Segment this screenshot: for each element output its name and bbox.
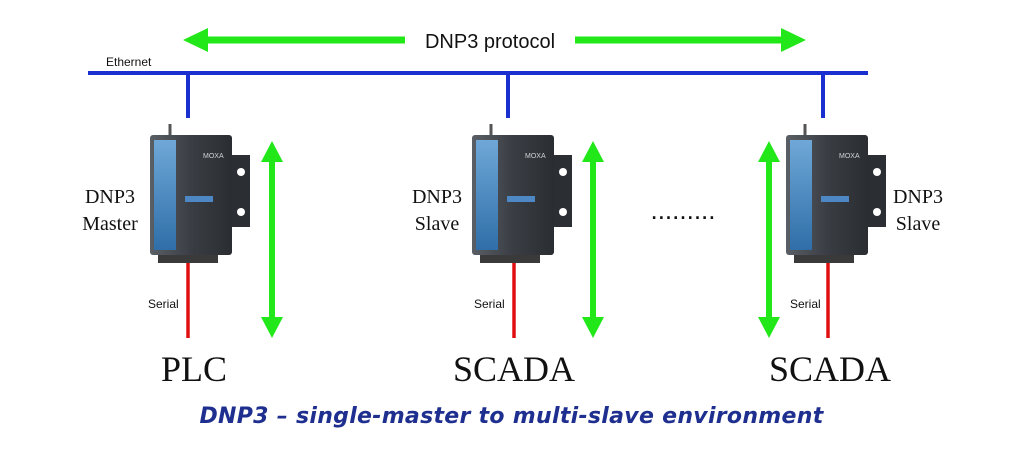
role-line2: Master — [82, 213, 138, 235]
protocol-label: DNP3 protocol — [425, 31, 555, 53]
ellipsis: ......... — [650, 195, 715, 225]
role-line1: DNP3 — [412, 186, 462, 208]
protocol-arrow: DNP3 protocol — [183, 28, 806, 53]
device-brand: MOXA — [525, 153, 546, 160]
ethernet-label: Ethernet — [106, 55, 152, 69]
device-slave-2: MOXA DNP3 Slave Serial SCADA — [758, 124, 943, 389]
serial-label: Serial — [790, 297, 821, 311]
device-slave-1: MOXA DNP3 Slave Serial SCADA — [412, 124, 604, 389]
device-master: MOXA DNP3 Master Serial PLC — [82, 124, 283, 389]
vertical-arrow — [758, 141, 780, 338]
endpoint-label: SCADA — [769, 349, 891, 389]
diagram-caption: DNP3 – single-master to multi-slave envi… — [199, 404, 824, 429]
endpoint-label: PLC — [161, 349, 227, 389]
vertical-arrow — [261, 141, 283, 338]
role-line2: Slave — [896, 213, 941, 235]
device-brand: MOXA — [839, 153, 860, 160]
ethernet-bus: Ethernet — [88, 55, 868, 118]
serial-label: Serial — [474, 297, 505, 311]
role-line1: DNP3 — [893, 186, 943, 208]
endpoint-label: SCADA — [453, 349, 575, 389]
role-line2: Slave — [415, 213, 460, 235]
serial-label: Serial — [148, 297, 179, 311]
vertical-arrow — [582, 141, 604, 338]
device-brand: MOXA — [203, 153, 224, 160]
role-line1: DNP3 — [85, 186, 135, 208]
